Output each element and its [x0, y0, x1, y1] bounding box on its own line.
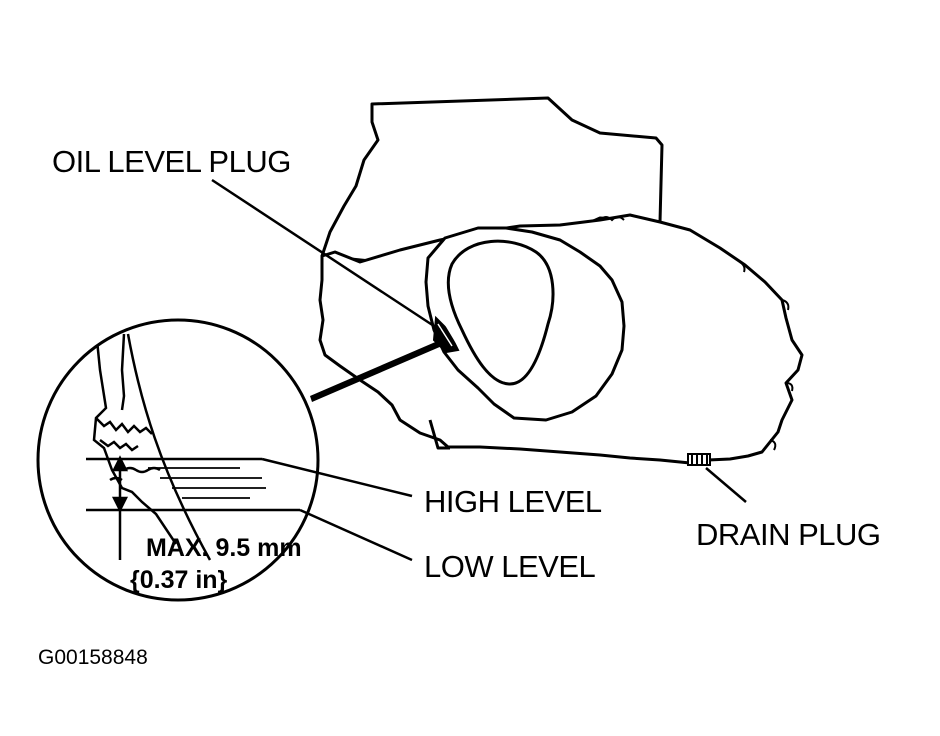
case-edge-detail: [599, 216, 794, 451]
oil-level-plug-label: OIL LEVEL PLUG: [52, 144, 291, 179]
zoom-detail: [36, 318, 320, 602]
oil-level-plug-leader: [211, 178, 441, 332]
drain-plug-part: [687, 453, 711, 466]
high-level-label: HIGH LEVEL: [424, 484, 602, 519]
max-depth-arrow: [111, 455, 129, 560]
drain-plug-leader: [705, 467, 747, 503]
max-depth-mm-label: MAX. 9.5 mm: [146, 534, 302, 562]
high-level-leader: [261, 457, 413, 498]
low-level-leader: [299, 508, 413, 562]
figure-id: G00158848: [38, 646, 148, 669]
drain-plug-label: DRAIN PLUG: [696, 517, 880, 552]
zoom-connector: [310, 340, 442, 402]
oil-hatching: [148, 467, 266, 499]
low-level-label: LOW LEVEL: [424, 549, 595, 584]
plug-threads: [95, 417, 153, 435]
inner-opening: [446, 239, 555, 386]
max-depth-in-label: {0.37 in}: [130, 566, 228, 594]
leader-lines: [211, 178, 747, 562]
mounting-tab: [428, 419, 450, 450]
transmission-case: [318, 96, 804, 465]
